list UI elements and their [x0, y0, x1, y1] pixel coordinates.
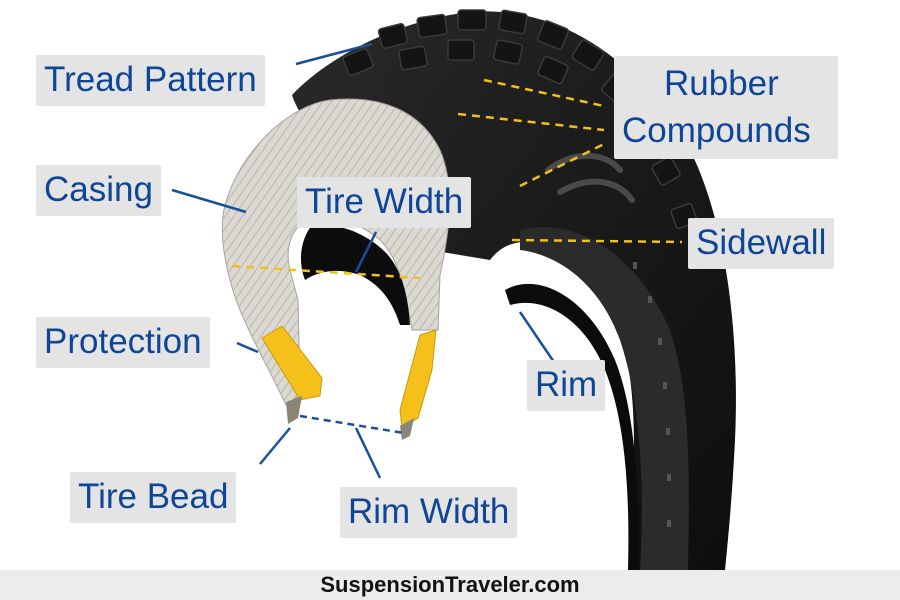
rim-holes [633, 262, 671, 527]
label-rim: Rim [527, 360, 606, 411]
protection-inserts [261, 325, 437, 429]
label-rim-width: Rim Width [340, 487, 518, 538]
label-compounds: Compounds [622, 111, 811, 150]
footer-site-name: SuspensionTraveler.com [320, 572, 580, 597]
dimension-lines [231, 78, 683, 280]
label-protection: Protection [36, 317, 210, 368]
rim-width-dimension [299, 414, 405, 435]
label-tire-width: Tire Width [297, 177, 472, 228]
label-tire-bead: Tire Bead [70, 472, 237, 523]
label-rubber-compounds: Rubber Compounds [614, 56, 838, 159]
footer-bar: SuspensionTraveler.com [0, 570, 900, 600]
label-casing: Casing [36, 165, 161, 216]
label-tread-pattern: Tread Pattern [36, 55, 265, 106]
sidewall-marking [545, 152, 635, 203]
label-rubber: Rubber [664, 64, 779, 103]
leader-lines [171, 42, 560, 479]
bead-tips [286, 396, 414, 440]
label-sidewall: Sidewall [688, 218, 835, 269]
